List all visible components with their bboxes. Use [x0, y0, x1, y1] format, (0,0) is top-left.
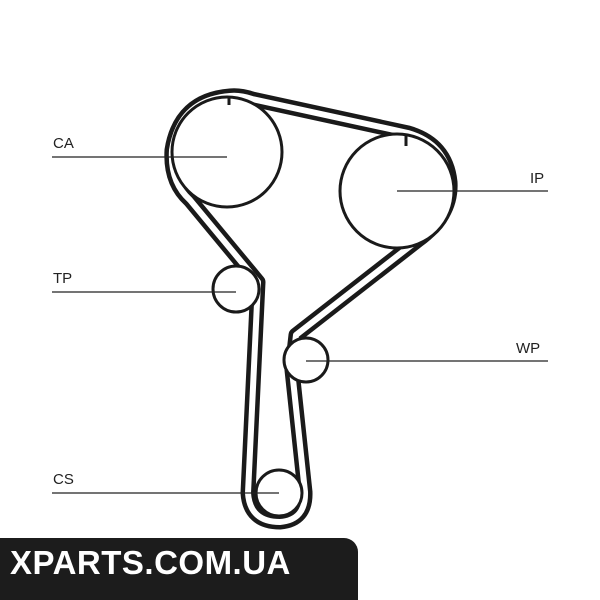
watermark-text: XPARTS.COM.UA — [10, 544, 291, 581]
label-cs: CS — [53, 471, 74, 488]
tensioner-pulley — [211, 264, 261, 314]
label-tp: TP — [53, 270, 72, 287]
camshaft-pulley — [170, 95, 284, 209]
label-ca: CA — [53, 135, 74, 152]
water-pump-pulley — [282, 336, 330, 384]
label-ip: IP — [530, 170, 544, 187]
watermark-banner — [0, 538, 358, 600]
label-wp: WP — [516, 340, 540, 357]
